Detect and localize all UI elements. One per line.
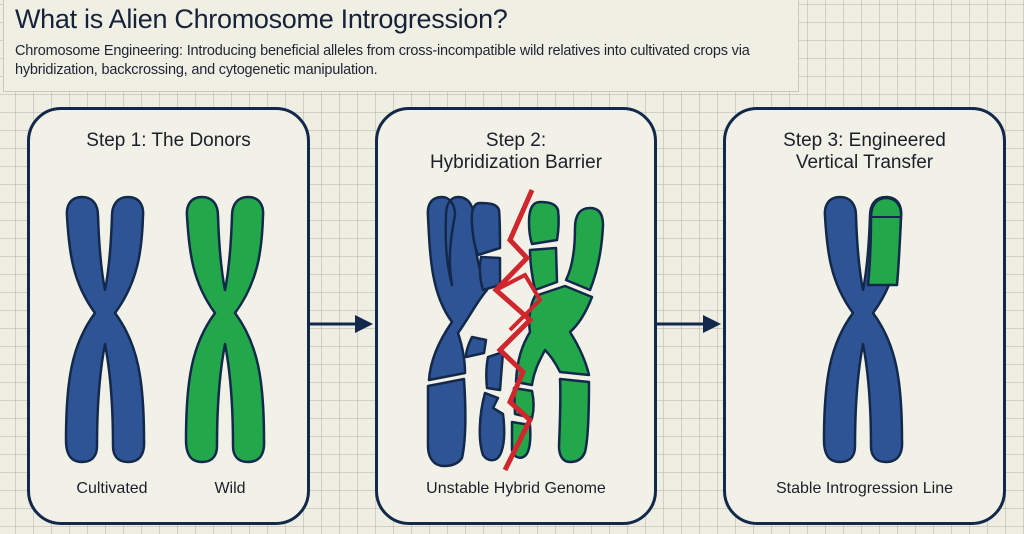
- step-3-title: Step 3: Engineered Vertical Transfer: [726, 130, 1003, 174]
- wild-fragment: [557, 377, 591, 464]
- barrier-line: [492, 188, 535, 472]
- wild-label: Wild: [214, 480, 246, 497]
- wild-fragment: [527, 200, 560, 246]
- step-3-panel: Step 3: Engineered Vertical Transfer Sta…: [723, 107, 1006, 525]
- hybrid-genome-label: Unstable Hybrid Genome: [426, 480, 606, 497]
- step-2-title-line-2: Hybridization Barrier: [429, 152, 603, 173]
- header: What is Alien Chromosome Introgression? …: [3, 0, 799, 92]
- cultivated-label: Cultivated: [76, 480, 148, 497]
- cultivated-fragment: [485, 350, 505, 392]
- step-2-illustration: [426, 188, 605, 472]
- wild-fragment: [514, 284, 594, 387]
- cultivated-fragment: [426, 377, 467, 468]
- alien-segment: [866, 196, 903, 287]
- page-title: What is Alien Chromosome Introgression?: [15, 4, 508, 34]
- cultivated-fragment: [470, 201, 502, 257]
- step-2-panel: Step 2: Hybridization Barrier Unstable H…: [375, 107, 657, 525]
- step-3-illustration: [822, 195, 904, 464]
- wild-fragment: [528, 246, 559, 292]
- cultivated-fragment: [464, 335, 488, 359]
- cultivated-fragment: [478, 255, 502, 292]
- wild-chromosome: [184, 195, 266, 464]
- step-1-title-line: Step 1: The Donors: [86, 130, 251, 151]
- cultivated-chromosome: [64, 195, 146, 464]
- page-subtitle: Chromosome Engineering: Introducing bene…: [15, 43, 750, 78]
- wild-fragment: [564, 206, 605, 292]
- step-1-panel: Step 1: The Donors Cultivated Wild: [27, 107, 310, 525]
- step-1-title: Step 1: The Donors: [30, 130, 307, 152]
- step-3-title-line-2: Vertical Transfer: [795, 152, 934, 173]
- right-arrow-icon: [657, 315, 721, 333]
- step-3-title-line-1: Step 3: Engineered: [783, 130, 946, 151]
- right-arrow-icon: [309, 315, 373, 333]
- cultivated-fragment: [478, 391, 506, 462]
- step-2-title: Step 2: Hybridization Barrier: [378, 130, 654, 174]
- introgression-line-label: Stable Introgression Line: [776, 480, 953, 497]
- cultivated-fragment: [426, 195, 489, 382]
- step-1-illustration: [64, 195, 266, 464]
- barrier-line: [495, 272, 543, 332]
- step-2-title-line-1: Step 2:: [485, 130, 547, 151]
